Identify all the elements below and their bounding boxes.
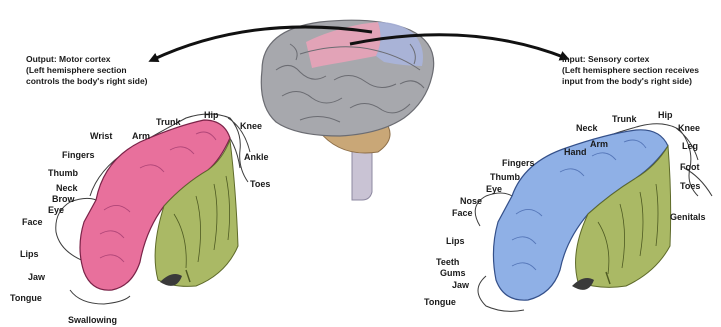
sensory-label-leg: Leg <box>682 141 698 151</box>
motor-label-tongue: Tongue <box>10 293 42 303</box>
motor-label-wrist: Wrist <box>90 131 112 141</box>
sensory-label-teeth: Teeth <box>436 257 459 267</box>
motor-caption-line2: (Left hemisphere section <box>26 65 127 75</box>
sensory-label-gums: Gums <box>440 268 466 278</box>
sensory-label-thumb: Thumb <box>490 172 520 182</box>
motor-label-neck: Neck <box>56 183 79 193</box>
sensory-label-knee: Knee <box>678 123 700 133</box>
motor-label-face: Face <box>22 217 43 227</box>
sensory-label-toes: Toes <box>680 181 700 191</box>
motor-label-ankle: Ankle <box>244 152 269 162</box>
sensory-caption-line3: input from the body's right side) <box>562 76 692 86</box>
sensory-caption-line1: Input: Sensory cortex <box>562 54 650 64</box>
motor-caption-line1: Output: Motor cortex <box>26 54 111 64</box>
sensory-label-tongue: Tongue <box>424 297 456 307</box>
sensory-label-genitals: Genitals <box>670 212 706 222</box>
sensory-label-eye: Eye <box>486 184 502 194</box>
sensory-label-lips: Lips <box>446 236 465 246</box>
motor-label-thumb: Thumb <box>48 168 78 178</box>
motor-label-brow: Brow <box>52 194 75 204</box>
motor-label-arm: Arm <box>132 131 150 141</box>
motor-label-lips: Lips <box>20 249 39 259</box>
sensory-label-fingers: Fingers <box>502 158 535 168</box>
motor-label-jaw: Jaw <box>28 272 46 282</box>
sensory-label-jaw: Jaw <box>452 280 470 290</box>
sensory-label-neck: Neck <box>576 123 599 133</box>
sensory-label-nose: Nose <box>460 196 482 206</box>
motor-caption-line3: controls the body's right side) <box>26 76 148 86</box>
sensory-cortex-band <box>376 22 423 66</box>
motor-label-toes: Toes <box>250 179 270 189</box>
sensory-label-foot: Foot <box>680 162 700 172</box>
sensory-caption-line2: (Left hemisphere section receives <box>562 65 699 75</box>
motor-cortex-section <box>56 114 250 304</box>
motor-label-hip: Hip <box>204 110 219 120</box>
sensory-label-face: Face <box>452 208 473 218</box>
sensory-label-trunk: Trunk <box>612 114 637 124</box>
motor-label-trunk: Trunk <box>156 117 181 127</box>
sensory-label-hip: Hip <box>658 110 673 120</box>
sensory-ventricle <box>572 278 594 290</box>
sensory-label-hand: Hand <box>564 147 587 157</box>
motor-label-fingers: Fingers <box>62 150 95 160</box>
sensory-label-arm: Arm <box>590 139 608 149</box>
motor-label-eye: Eye <box>48 205 64 215</box>
motor-label-knee: Knee <box>240 121 262 131</box>
motor-label-swallowing: Swallowing <box>68 315 117 325</box>
central-brain-illustration <box>261 20 433 200</box>
